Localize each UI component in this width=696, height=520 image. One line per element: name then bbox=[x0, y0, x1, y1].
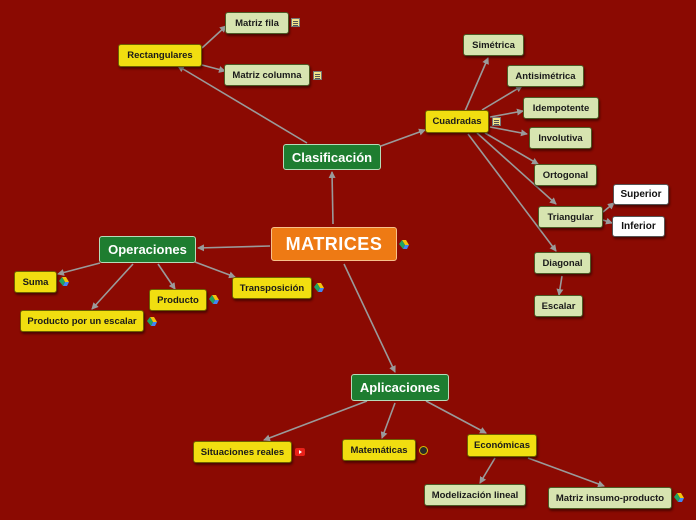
link-clasificacion-cuadradas bbox=[380, 128, 426, 147]
topic-matriz-insumo-producto[interactable]: Matriz insumo-producto bbox=[548, 487, 672, 509]
drive-icon[interactable] bbox=[314, 283, 324, 292]
topic-ortogonal[interactable]: Ortogonal bbox=[534, 164, 597, 186]
link-rectangulares-fila bbox=[201, 25, 227, 49]
youtube-icon[interactable] bbox=[295, 448, 305, 456]
topic-matematicas[interactable]: Matemáticas bbox=[342, 439, 416, 461]
topic-idempotente[interactable]: Idempotente bbox=[523, 97, 599, 119]
link-rectangulares-columna bbox=[201, 64, 226, 73]
link-cuadradas-triangular bbox=[476, 132, 557, 205]
note-icon[interactable] bbox=[313, 71, 322, 80]
link-cuadradas-involutiva bbox=[489, 126, 528, 137]
topic-rectangulares[interactable]: Rectangulares bbox=[118, 44, 202, 67]
link-clasificacion-rectangulares bbox=[177, 65, 308, 144]
link-cuadradas-simetrica bbox=[464, 57, 489, 112]
link-cuadradas-ortogonal bbox=[484, 132, 539, 165]
topic-matriz-fila[interactable]: Matriz fila bbox=[225, 12, 289, 34]
link-aplicaciones-economicas bbox=[425, 400, 487, 434]
drive-icon[interactable] bbox=[209, 295, 219, 304]
topic-clasificacion[interactable]: Clasificación bbox=[283, 144, 381, 170]
topic-producto[interactable]: Producto bbox=[149, 289, 207, 311]
link-operaciones-producto bbox=[157, 263, 176, 290]
link-economicas-insumo bbox=[527, 457, 605, 488]
topic-matriz-columna[interactable]: Matriz columna bbox=[224, 64, 310, 86]
link-economicas-modelizacion bbox=[479, 457, 496, 484]
drive-icon[interactable] bbox=[59, 277, 69, 286]
topic-superior[interactable]: Superior bbox=[613, 184, 669, 205]
topic-aplicaciones[interactable]: Aplicaciones bbox=[351, 374, 449, 401]
drive-icon[interactable] bbox=[147, 317, 157, 326]
link-matrices-aplicaciones bbox=[343, 263, 396, 373]
topic-diagonal[interactable]: Diagonal bbox=[534, 252, 591, 274]
topic-simetrica[interactable]: Simétrica bbox=[463, 34, 524, 56]
globe-icon[interactable] bbox=[419, 446, 428, 455]
topic-modelizacion-lineal[interactable]: Modelización lineal bbox=[424, 484, 526, 506]
topic-transposicion[interactable]: Transposición bbox=[232, 277, 312, 299]
topic-situaciones-reales[interactable]: Situaciones reales bbox=[193, 441, 292, 463]
link-operaciones-suma bbox=[57, 262, 101, 276]
topic-inferior[interactable]: Inferior bbox=[612, 216, 665, 237]
link-diagonal-escalar bbox=[556, 275, 564, 296]
topic-antisimetrica[interactable]: Antisimétrica bbox=[507, 65, 584, 87]
link-aplicaciones-situaciones bbox=[263, 400, 368, 442]
link-cuadradas-idempotente bbox=[489, 108, 524, 118]
topic-economicas[interactable]: Económicas bbox=[467, 434, 537, 457]
note-icon[interactable] bbox=[291, 18, 300, 27]
topic-producto-por-un-escalar[interactable]: Producto por un escalar bbox=[20, 310, 144, 332]
drive-icon[interactable] bbox=[399, 240, 409, 249]
topic-cuadradas[interactable]: Cuadradas bbox=[425, 110, 489, 133]
link-cuadradas-antisimetrica bbox=[481, 85, 523, 111]
drive-icon[interactable] bbox=[674, 493, 684, 502]
link-aplicaciones-matematicas bbox=[380, 402, 396, 439]
link-cuadradas-diagonal bbox=[467, 133, 557, 252]
link-triangular-superior bbox=[602, 202, 615, 213]
note-icon[interactable] bbox=[492, 117, 501, 126]
topic-operaciones[interactable]: Operaciones bbox=[99, 236, 196, 263]
topic-suma[interactable]: Suma bbox=[14, 271, 57, 293]
link-matrices-clasificacion bbox=[328, 171, 336, 225]
topic-triangular[interactable]: Triangular bbox=[538, 206, 603, 228]
topic-escalar[interactable]: Escalar bbox=[534, 295, 583, 317]
link-triangular-inferior bbox=[602, 217, 613, 225]
central-topic-matrices[interactable]: MATRICES bbox=[271, 227, 397, 261]
link-operaciones-producto-escalar bbox=[91, 263, 134, 310]
topic-involutiva[interactable]: Involutiva bbox=[529, 127, 592, 149]
link-operaciones-transposicion bbox=[194, 261, 236, 279]
link-matrices-operaciones bbox=[197, 244, 271, 252]
